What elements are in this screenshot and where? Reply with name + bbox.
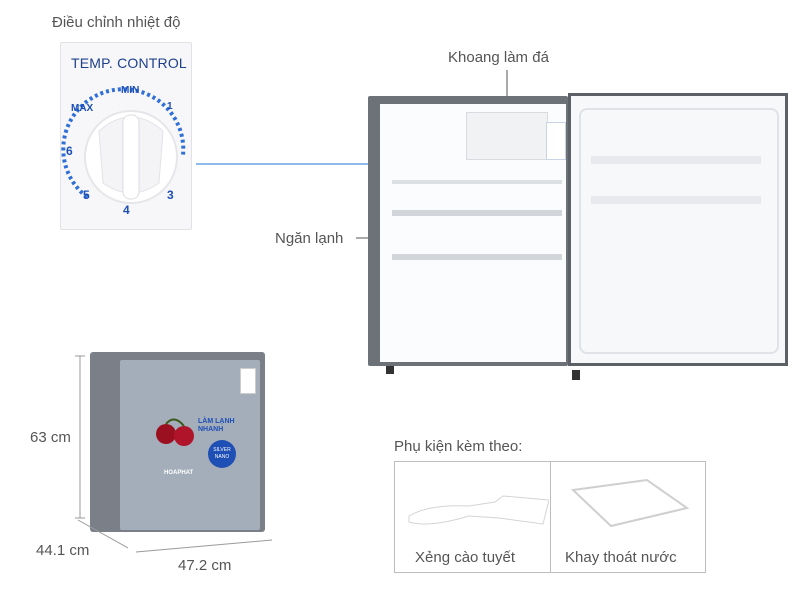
brand-logo: HOAPHAT — [164, 470, 194, 476]
ice-scraper-icon — [408, 495, 549, 525]
thermostat-panel: TEMP. CONTROL MIN MAX 1 6 5 4 3 — [60, 42, 192, 230]
cherry-image — [154, 414, 198, 448]
fridge-foot — [386, 366, 394, 374]
thermostat-dial-icon — [61, 87, 186, 204]
dial-6-label: 6 — [66, 144, 73, 158]
dial-1-label: 1 — [167, 101, 173, 112]
cooler-label: Ngăn lạnh — [275, 230, 344, 247]
sticker-title: LÀM LẠNH NHANH — [198, 418, 235, 434]
fridge-door — [568, 93, 788, 366]
freezer-label: Khoang làm đá — [448, 49, 549, 66]
door-shelf — [591, 156, 761, 164]
divider — [550, 462, 551, 572]
dial-3-label: 3 — [167, 188, 174, 202]
fridge-shelf — [392, 254, 562, 260]
height-dimension: 63 cm — [30, 429, 71, 446]
thermostat-mount — [546, 122, 566, 160]
accessories-heading: Phụ kiện kèm theo: — [394, 438, 523, 455]
freezer-compartment — [466, 112, 548, 160]
mini-fridge-door — [120, 360, 260, 530]
accessories-box: Xẻng cào tuyết Khay thoát nước — [394, 461, 706, 573]
accessory-label-scraper: Xẻng cào tuyết — [415, 549, 516, 566]
width-dimension: 47.2 cm — [178, 557, 232, 574]
drip-tray-icon — [570, 478, 690, 528]
fridge-foot — [572, 370, 580, 380]
energy-label — [240, 368, 256, 394]
dial-5-label: 5 — [83, 188, 90, 202]
thermostat-title: TEMP. CONTROL — [71, 55, 187, 71]
mini-fridge: LÀM LẠNH NHANH SILVER NANO HOAPHAT — [90, 352, 265, 537]
dial-max-label: MAX — [71, 103, 94, 114]
sticker-line: NHANH — [198, 426, 224, 433]
dial-4-label: 4 — [123, 203, 130, 217]
fridge-shelf — [392, 180, 562, 184]
fridge-interior — [380, 104, 566, 362]
fridge-shelf — [392, 210, 562, 216]
sticker-line: LÀM LẠNH — [198, 418, 235, 425]
thermostat-caption: Điều chỉnh nhiệt độ — [52, 14, 181, 31]
depth-dimension: 44.1 cm — [36, 542, 90, 559]
silver-nano-badge: SILVER NANO — [208, 440, 236, 468]
door-liner — [579, 108, 779, 354]
door-shelf — [591, 196, 761, 204]
accessory-label-tray: Khay thoát nước — [565, 549, 677, 566]
dial-min-label: MIN — [121, 85, 140, 96]
